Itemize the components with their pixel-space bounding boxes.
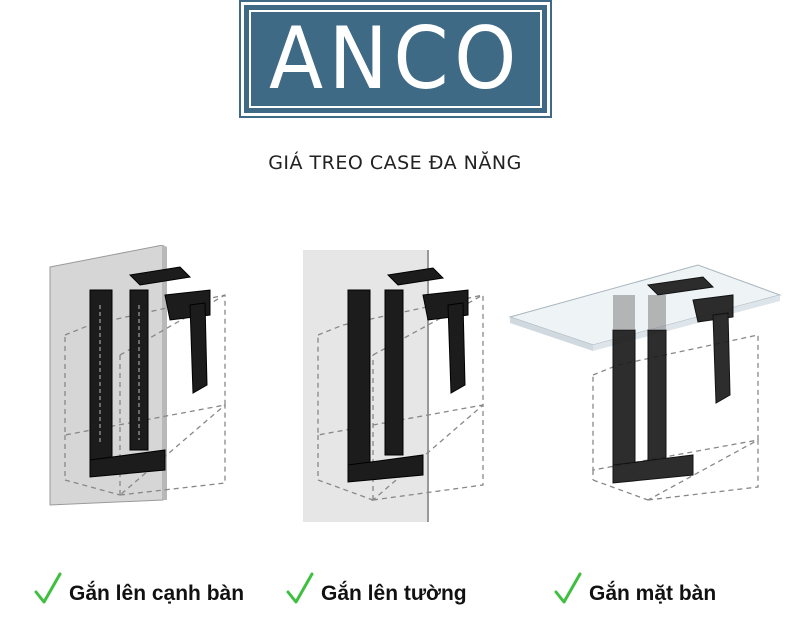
page-title: GIÁ TREO CASE ĐA NĂNG (268, 152, 522, 174)
caption-wall: Gắn lên tường (285, 572, 467, 606)
anco-logo: ANCO (239, 0, 552, 118)
wall-mount-illustration (303, 250, 484, 522)
check-icon (554, 572, 582, 604)
under-desk-mount-illustration (508, 264, 782, 501)
logo-text: ANCO (269, 9, 522, 109)
caption-label: Gắn lên tường (321, 582, 467, 605)
check-icon (286, 572, 314, 604)
check-icon (34, 572, 62, 604)
desk-side-mount-illustration (49, 245, 226, 506)
caption-desk-side: Gắn lên cạnh bàn (33, 572, 244, 606)
caption-label: Gắn mặt bàn (589, 582, 717, 605)
caption-label: Gắn lên cạnh bàn (69, 582, 245, 605)
caption-under-desk: Gắn mặt bàn (553, 572, 716, 606)
